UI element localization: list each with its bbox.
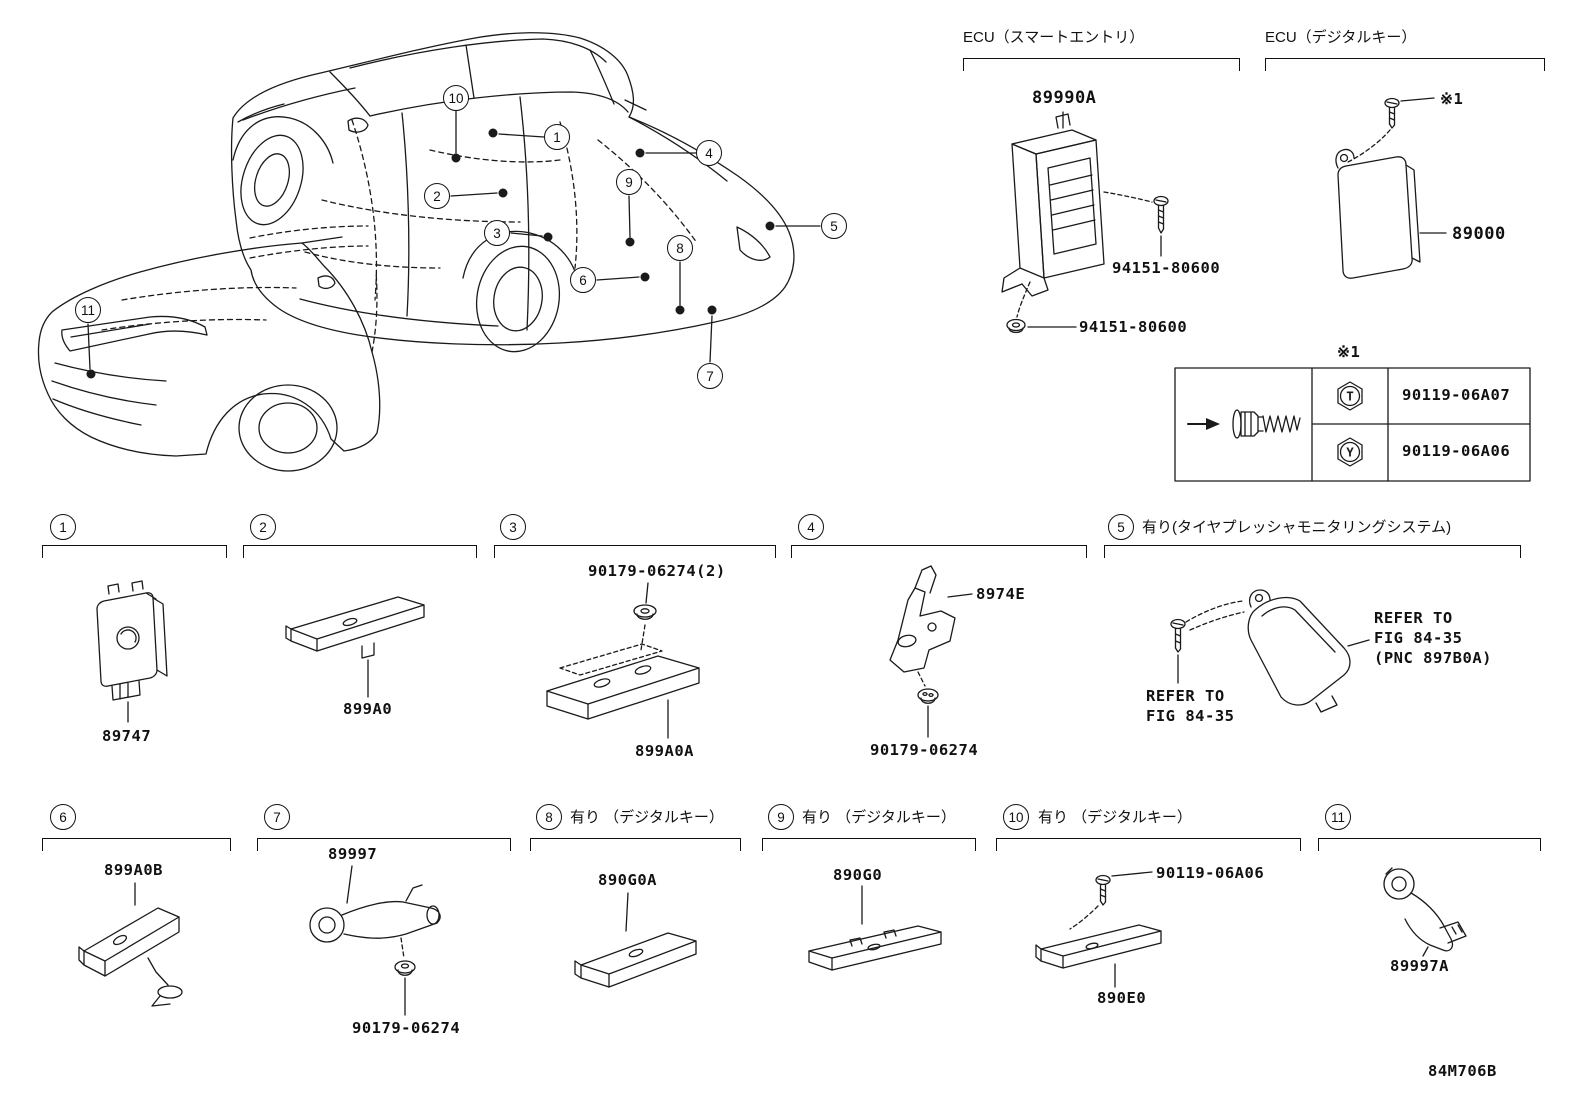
car-callout-9[interactable]: 9 [616, 169, 642, 195]
section-1-bracket [42, 545, 227, 558]
section-9-bracket [762, 838, 976, 851]
part-label-89747[interactable]: 89747 [102, 727, 152, 745]
car-callout-2[interactable]: 2 [424, 183, 450, 209]
section-8-condition: 有り （デジタルキー） [570, 809, 724, 826]
part-899A0-drawing [285, 596, 425, 698]
front-car-illustration [37, 236, 381, 472]
part-label-89990A[interactable]: 89990A [1032, 88, 1097, 108]
part-label-8974E[interactable]: 8974E [976, 585, 1026, 603]
ecu-digital-key-drawing [1335, 97, 1447, 279]
section-3-bracket [494, 545, 776, 558]
section-10-condition: 有り （デジタルキー） [1038, 809, 1192, 826]
ecu-digital-key-title: ECU（デジタルキー） [1265, 29, 1417, 46]
car-callout-7[interactable]: 7 [697, 363, 723, 389]
car-callout-10[interactable]: 10 [443, 85, 469, 111]
section-callout-8[interactable]: 8 [536, 804, 562, 830]
section-6-bracket [42, 838, 231, 851]
part-label-890E0[interactable]: 890E0 [1097, 989, 1147, 1007]
car-callout-4[interactable]: 4 [696, 140, 722, 166]
part-890E0-drawing [1035, 871, 1162, 988]
tpms-receiver-drawing [1170, 589, 1370, 713]
part-899A0A-drawing [546, 582, 700, 739]
car-callout-1[interactable]: 1 [544, 124, 570, 150]
car-callout-5[interactable]: 5 [821, 213, 847, 239]
section-callout-6[interactable]: 6 [50, 804, 76, 830]
part-8974E-drawing [889, 565, 973, 738]
section-callout-10[interactable]: 10 [1003, 804, 1029, 830]
car-callout-6[interactable]: 6 [570, 267, 596, 293]
part-label-89997A[interactable]: 89997A [1390, 957, 1449, 975]
refer-to-fig-84-35: REFER TO FIG 84-35 [1146, 687, 1235, 726]
part-label-89000[interactable]: 89000 [1452, 224, 1506, 244]
section-4-bracket [791, 545, 1087, 558]
ecu-smart-entry-title: ECU（スマートエントリ） [963, 29, 1145, 46]
ecu-digital-key-bracket [1265, 58, 1545, 71]
part-label-90179-06274-s3[interactable]: 90179-06274(2) [588, 562, 726, 580]
section-callout-1[interactable]: 1 [50, 514, 76, 540]
part-label-89997[interactable]: 89997 [328, 845, 378, 863]
section-callout-7[interactable]: 7 [264, 804, 290, 830]
part-label-90179-06274-s4[interactable]: 90179-06274 [870, 741, 979, 759]
section-2-bracket [243, 545, 477, 558]
callout-leader-lines [86, 110, 821, 379]
car-callout-11[interactable]: 11 [75, 297, 101, 323]
part-label-90179-06274-s7[interactable]: 90179-06274 [352, 1019, 461, 1037]
refer-to-fig-84-35-pnc: REFER TO FIG 84-35 (PNC 897B0A) [1374, 609, 1492, 668]
part-890G0A-drawing [574, 892, 697, 988]
part-label-90119-06A06-table[interactable]: 90119-06A06 [1402, 442, 1511, 460]
section-11-bracket [1318, 838, 1541, 851]
car-callout-8[interactable]: 8 [667, 235, 693, 261]
ecu-smart-entry-drawing [1001, 111, 1169, 334]
section-8-bracket [530, 838, 741, 851]
section-callout-9[interactable]: 9 [768, 804, 794, 830]
part-label-899A0A[interactable]: 899A0A [635, 742, 694, 760]
part-899A0B-drawing [78, 882, 183, 1007]
bolt-table-drawing [1174, 367, 1531, 482]
part-89997-drawing [309, 865, 441, 1016]
part-label-899A0[interactable]: 899A0 [343, 700, 393, 718]
section-callout-5[interactable]: 5 [1108, 514, 1134, 540]
part-label-890G0[interactable]: 890G0 [833, 866, 883, 884]
part-89747-drawing [96, 580, 168, 723]
part-label-890G0A[interactable]: 890G0A [598, 871, 657, 889]
bolt-head-symbol-Y: Y [1346, 445, 1354, 460]
section-callout-4[interactable]: 4 [798, 514, 824, 540]
section-callout-3[interactable]: 3 [500, 514, 526, 540]
section-5-condition: 有り(タイヤプレッシャモニタリングシステム) [1142, 519, 1452, 536]
section-9-condition: 有り （デジタルキー） [802, 809, 956, 826]
part-label-90119-06A06-s10[interactable]: 90119-06A06 [1156, 864, 1265, 882]
note-mark-table: ※1 [1337, 343, 1361, 361]
part-label-94151-80600-right[interactable]: 94151-80600 [1112, 259, 1221, 277]
section-callout-2[interactable]: 2 [250, 514, 276, 540]
section-callout-11[interactable]: 11 [1325, 804, 1351, 830]
part-label-94151-80600-bottom[interactable]: 94151-80600 [1079, 318, 1188, 336]
part-label-899A0B[interactable]: 899A0B [104, 861, 163, 879]
diagram-code: 84M706B [1428, 1062, 1497, 1080]
bolt-head-symbol-T: T [1346, 389, 1354, 404]
section-10-bracket [996, 838, 1301, 851]
ecu-smart-entry-bracket [963, 58, 1240, 71]
section-5-bracket [1104, 545, 1521, 558]
note-mark-screw: ※1 [1440, 90, 1464, 108]
part-label-90119-06A07[interactable]: 90119-06A07 [1402, 386, 1511, 404]
section-7-bracket [257, 838, 511, 851]
car-callout-3[interactable]: 3 [484, 220, 510, 246]
part-890G0-drawing [808, 885, 942, 971]
part-89997A-drawing [1383, 867, 1467, 957]
